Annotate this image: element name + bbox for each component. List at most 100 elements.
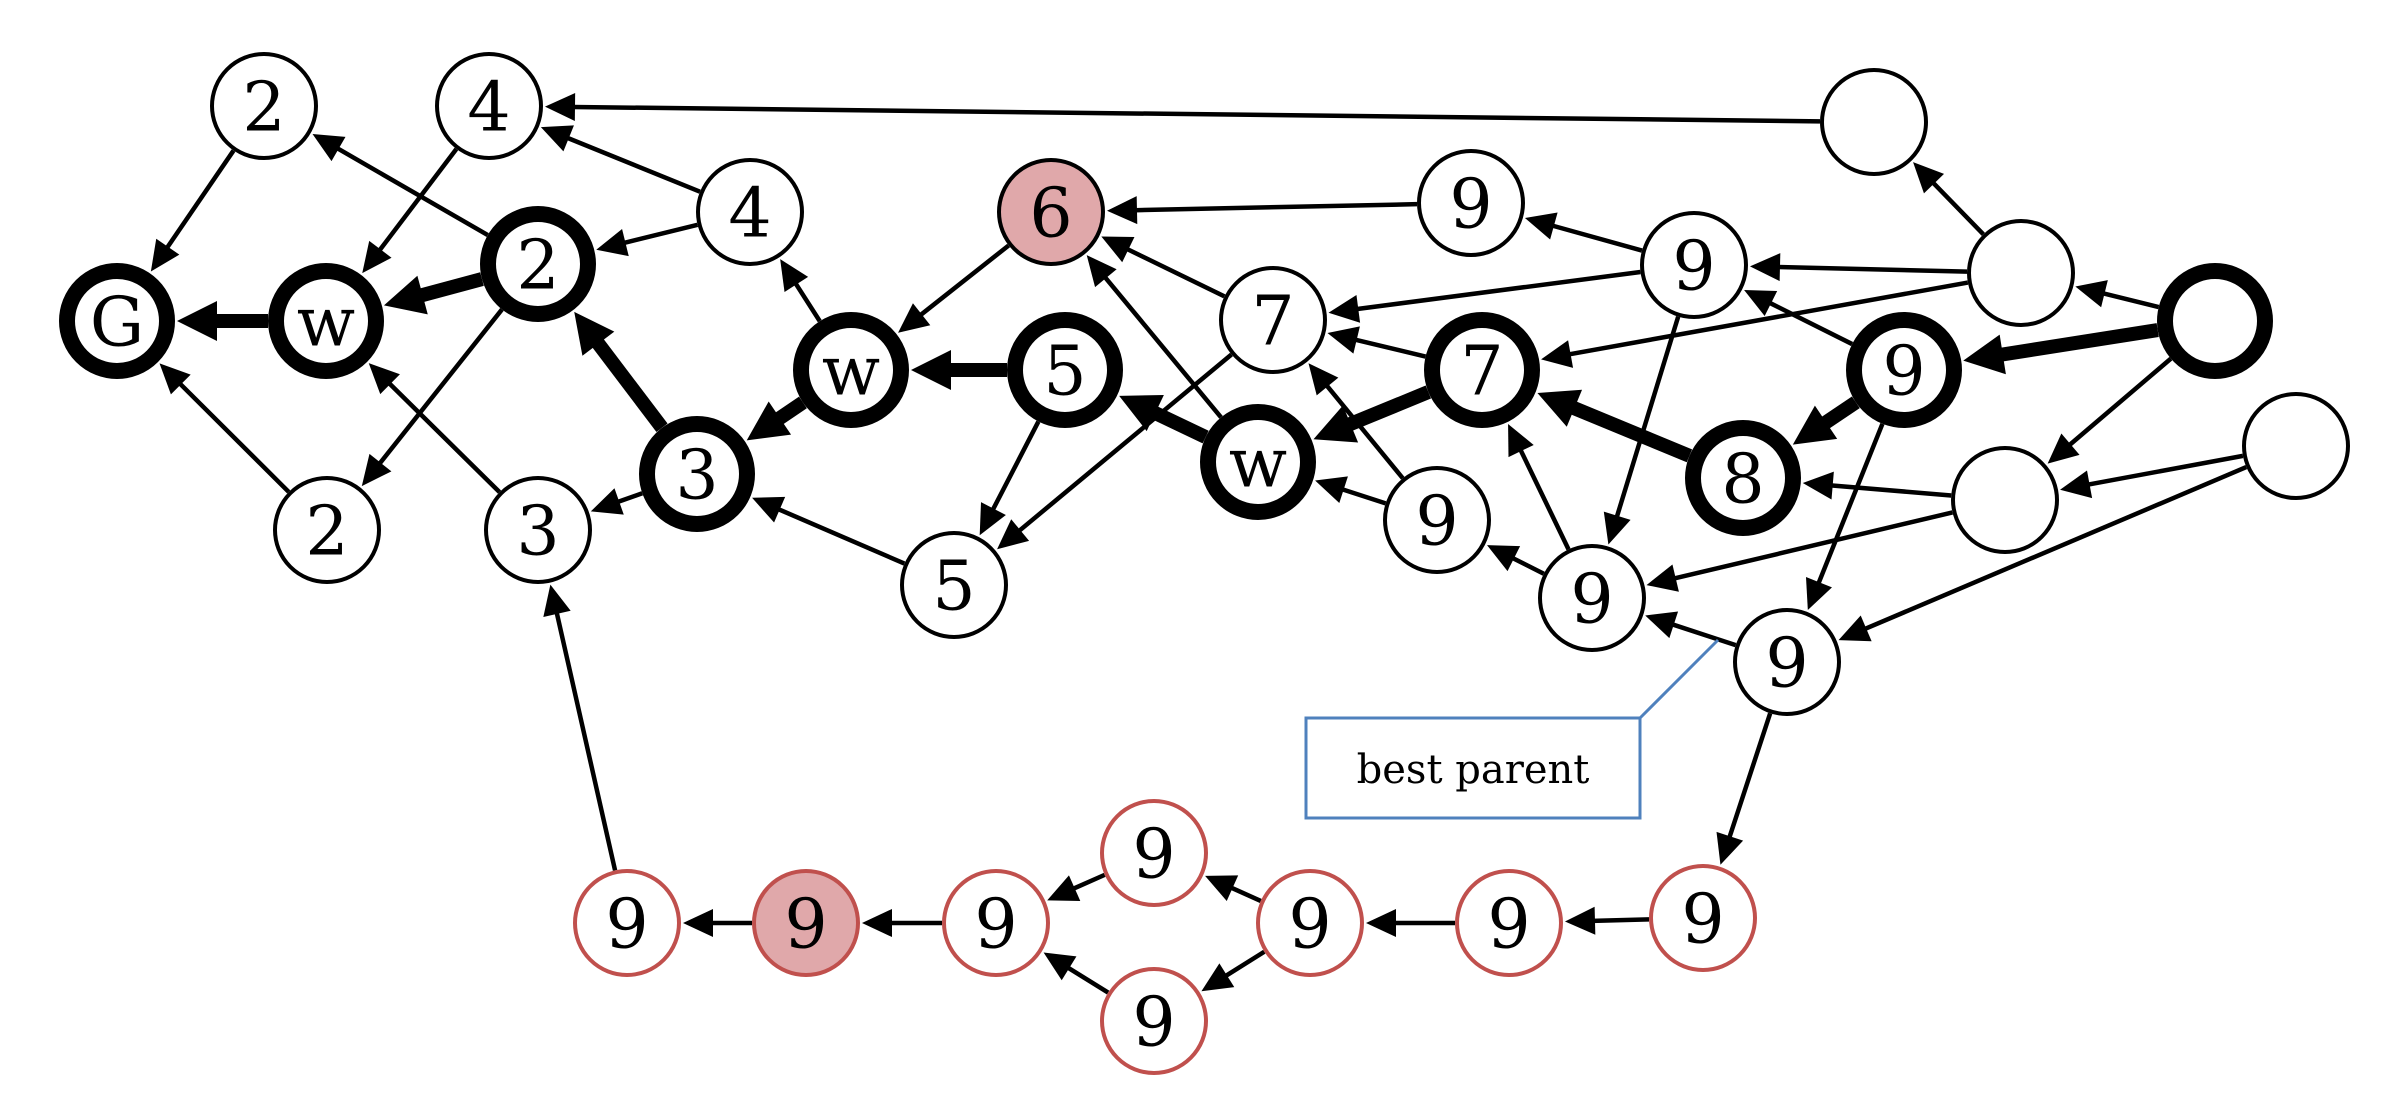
- edge-arrowhead: [1205, 875, 1239, 901]
- graph-node-r1: 9: [573, 869, 681, 977]
- graph-node-r8: 9: [1649, 864, 1757, 972]
- edge-arrowhead: [2060, 470, 2093, 499]
- node-circle: [997, 158, 1105, 266]
- edge-2a-to-G: [150, 149, 236, 272]
- node-circle: [1256, 869, 1364, 977]
- node-circle: [1967, 219, 2075, 327]
- edge-9f-to-r8: [1716, 712, 1773, 865]
- edge-line: [1125, 246, 1226, 299]
- edge-line: [1671, 622, 1737, 648]
- edge-start-to-e3: [2047, 356, 2173, 464]
- edge-9b-to-9d: [1603, 315, 1681, 545]
- edge-arrowhead: [1043, 952, 1077, 981]
- edge-r7-to-r6: [1366, 909, 1455, 937]
- edge-arrowhead: [862, 909, 892, 937]
- edge-arrowhead: [1201, 963, 1235, 992]
- edge-4b-to-2b: [596, 222, 699, 257]
- node-label: 8: [1721, 441, 1764, 520]
- node-label: 9: [1765, 625, 1808, 704]
- edge-arrowhead: [752, 496, 786, 523]
- edge-line: [2102, 290, 2160, 310]
- node-circle: [752, 869, 860, 977]
- edge-line: [1551, 223, 1643, 253]
- edge-r1-to-3a: [543, 584, 618, 871]
- edge-2b-to-w1: [383, 272, 484, 315]
- edge-arrowhead: [177, 301, 217, 341]
- edge-arrowhead: [590, 488, 624, 515]
- node-label: 3: [675, 437, 718, 516]
- node-label: 4: [728, 175, 771, 254]
- edge-arrowhead: [540, 125, 574, 152]
- node-label: w: [822, 333, 880, 412]
- edge-line: [1134, 201, 1418, 213]
- node-circle: [1820, 68, 1928, 176]
- edge-5b-to-3b: [752, 496, 906, 566]
- node-label: 5: [1043, 333, 1086, 412]
- node-circle: [59, 263, 175, 379]
- edge-arrowhead: [543, 584, 571, 617]
- edge-9c-to-7a: [1308, 363, 1405, 480]
- node-label: 9: [605, 886, 648, 965]
- node-label: 2: [305, 493, 348, 572]
- edge-line: [1345, 385, 1432, 432]
- edge-line: [622, 222, 699, 246]
- edge-arrowhead: [1646, 564, 1679, 592]
- node-circle: [1649, 864, 1757, 972]
- edge-e3-to-9d: [1646, 510, 1953, 592]
- edge-arrowhead: [1802, 471, 1834, 500]
- edge-6-to-w2: [898, 243, 1011, 333]
- graph-node-e3: [1951, 446, 2059, 554]
- edge-4a-to-w1: [362, 147, 459, 274]
- node-circle: [639, 416, 755, 532]
- edge-arrowhead: [362, 240, 392, 274]
- edge-w1-to-G: [177, 301, 268, 341]
- edge-r2-to-r1: [683, 909, 752, 937]
- node-circle: [573, 869, 681, 977]
- edge-arrowhead: [1792, 405, 1838, 445]
- edge-line: [793, 281, 822, 323]
- edge-r6-to-r4: [1205, 875, 1262, 903]
- edge-line: [1816, 423, 1885, 585]
- edge-line: [616, 491, 644, 505]
- edge-arrowhead: [150, 238, 180, 272]
- graph-node-2c: 2: [273, 476, 381, 584]
- node-label: 9: [1681, 881, 1724, 960]
- edge-line: [1568, 280, 1969, 357]
- node-label: 9: [1449, 166, 1492, 245]
- edge-arrowhead: [997, 519, 1030, 550]
- node-label: 7: [1460, 333, 1503, 412]
- node-label: 9: [1672, 228, 1715, 307]
- edge-line: [1229, 885, 1262, 903]
- edge-arrowhead: [1366, 909, 1396, 937]
- graph-node-9e: 9: [1846, 312, 1962, 428]
- edge-e4-to-9f: [1838, 465, 2248, 642]
- edge-arrowhead: [1313, 405, 1359, 443]
- edge-line: [1066, 965, 1110, 995]
- edge-line: [572, 104, 1821, 124]
- edge-line: [164, 149, 236, 250]
- node-label: 2: [516, 227, 559, 306]
- edge-arrowhead: [746, 401, 792, 441]
- graph-node-4a: 4: [435, 52, 543, 160]
- edge-line: [1569, 401, 1693, 463]
- node-circle: [2242, 392, 2350, 500]
- node-label: 9: [1882, 333, 1925, 412]
- node-circle: [210, 52, 318, 160]
- edge-arrowhead: [898, 303, 931, 333]
- node-label: 3: [516, 493, 559, 572]
- node-circle: [1417, 149, 1525, 257]
- edge-arrowhead: [1508, 424, 1534, 458]
- edge-line: [776, 506, 906, 566]
- edge-arrowhead: [1541, 340, 1574, 368]
- node-circle: [1383, 466, 1491, 574]
- edge-line: [377, 147, 459, 253]
- graph-node-5b: 5: [900, 531, 1008, 639]
- edge-line: [1830, 483, 1952, 498]
- graph-node-r4: 9: [1100, 799, 1208, 907]
- node-circle: [900, 531, 1008, 639]
- edge-line: [990, 420, 1041, 512]
- edge-arrowhead: [1716, 831, 1744, 865]
- node-circle: [696, 158, 804, 266]
- edge-r6-to-r5: [1201, 949, 1266, 992]
- graph-node-G: G: [59, 263, 175, 379]
